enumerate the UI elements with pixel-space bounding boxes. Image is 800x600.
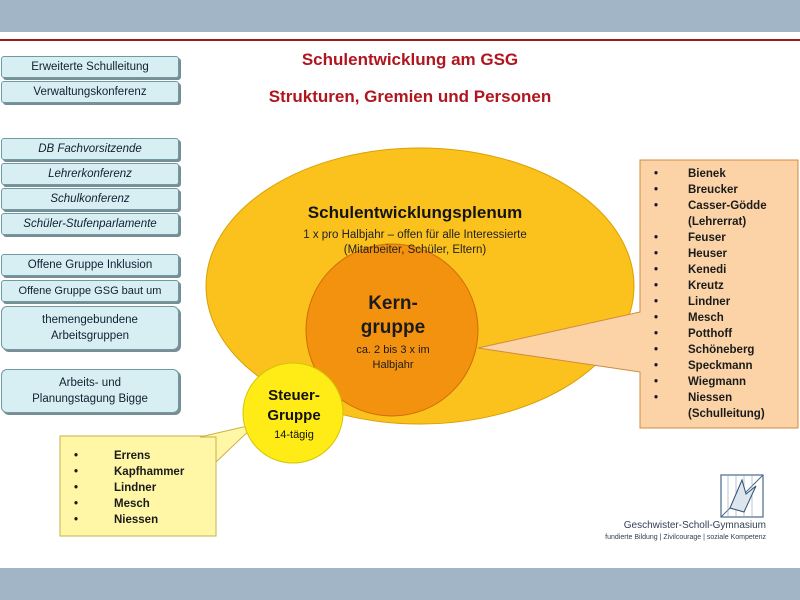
steuer-line-2: Gruppe (267, 407, 321, 424)
list-item: •Bienek (654, 168, 726, 180)
box-erweiterte-schulleitung: Erweiterte Schulleitung (1, 56, 179, 78)
bullet-icon: • (654, 184, 659, 196)
box-lehrerkonferenz: Lehrerkonferenz (1, 163, 179, 185)
bullet-icon: • (74, 482, 79, 494)
bullet-icon: • (654, 296, 659, 308)
box-schulkonferenz: Schulkonferenz (1, 188, 179, 210)
title-rule (0, 39, 800, 41)
bullet-icon: • (74, 514, 79, 526)
list-item: •Errens (74, 450, 151, 462)
list-item-continuation: (Schulleitung) (688, 408, 765, 420)
page-subtitle: Strukturen, Gremien und Personen (268, 87, 552, 106)
kern-members-callout (477, 159, 799, 429)
list-item: •Mesch (654, 312, 724, 324)
box-db-fachvorsitzende: DB Fachvorsitzende (1, 138, 179, 160)
steuer-circle (242, 362, 344, 464)
school-tagline: fundierte Bildung | Zivilcourage | sozia… (605, 534, 766, 541)
kern-label: Kern- gruppe ca. 2 bis 3 x im Halbjahr (318, 292, 468, 373)
bullet-icon: • (654, 168, 659, 180)
box-offene-gruppe-inklusion: Offene Gruppe Inklusion (1, 254, 179, 276)
list-item: •Casser-Gödde (654, 200, 767, 212)
bullet-icon: • (654, 248, 659, 260)
list-item: •Kapfhammer (74, 466, 185, 478)
bullet-icon: • (654, 200, 659, 212)
bullet-icon: • (74, 466, 79, 478)
steuer-label: Steuer- Gruppe 14-tägig (246, 386, 342, 442)
bullet-icon: • (654, 344, 659, 356)
bullet-icon: • (74, 498, 79, 510)
box-verwaltungskonferenz: Verwaltungskonferenz (1, 81, 179, 103)
list-item: •Kenedi (654, 264, 727, 276)
list-item: •Mesch (74, 498, 150, 510)
bullet-icon: • (654, 312, 659, 324)
steuer-callout-pointer (199, 423, 258, 464)
bullet-icon: • (654, 376, 659, 388)
kern-line-2: gruppe (360, 317, 426, 338)
school-name: Geschwister-Scholl-Gymnasium (623, 520, 766, 531)
box-themengebundene-arbeitsgruppen: themengebundene Arbeitsgruppen (1, 306, 179, 350)
steuer-line-1: Steuer- (268, 387, 320, 404)
list-item-continuation: (Lehrerrat) (688, 216, 747, 228)
kern-members-list: •Bienek •Breucker •Casser-Gödde (Lehrerr… (648, 166, 767, 422)
list-item: •Lindner (74, 482, 157, 494)
bullet-icon: • (654, 264, 659, 276)
bullet-icon: • (74, 450, 79, 462)
list-item: •Wiegmann (654, 376, 747, 388)
school-logo-icon (720, 474, 764, 518)
list-item: •Speckmann (654, 360, 753, 372)
page-title: Schulentwicklung am GSG (301, 50, 519, 69)
steuer-members-callout-box (59, 435, 217, 537)
list-item: •Niessen (74, 514, 159, 526)
list-item: •Feuser (654, 232, 726, 244)
list-item: •Niessen (654, 392, 733, 404)
box-offene-gruppe-gsg-baut-um: Offene Gruppe GSG baut um (1, 280, 179, 302)
bullet-icon: • (654, 328, 659, 340)
steuer-line-3: 14-tägig (274, 429, 314, 441)
kern-line-1: Kern- (368, 293, 418, 314)
bullet-icon: • (654, 360, 659, 372)
plenum-line-2: (Mitarbeiter, Schüler, Eltern) (343, 244, 487, 256)
box-schueler-stufenparlamente: Schüler-Stufenparlamente (1, 213, 179, 235)
kern-line-3: ca. 2 bis 3 x im (356, 344, 430, 356)
plenum-subtitle: 1 x pro Halbjahr – offen für alle Intere… (270, 228, 560, 258)
list-item: •Heuser (654, 248, 727, 260)
bullet-icon: • (654, 392, 659, 404)
plenum-title: Schulentwicklungsplenum (307, 203, 523, 222)
list-item: •Lindner (654, 296, 731, 308)
bullet-icon: • (654, 232, 659, 244)
plenum-line-1: 1 x pro Halbjahr – offen für alle Intere… (303, 229, 527, 241)
list-item: •Potthoff (654, 328, 733, 340)
list-item: •Kreutz (654, 280, 724, 292)
box-arbeits-und-planungstagung: Arbeits- und Planungstagung Bigge (1, 369, 179, 413)
list-item: •Schöneberg (654, 344, 755, 356)
kern-line-4: Halbjahr (372, 359, 414, 371)
bullet-icon: • (654, 280, 659, 292)
list-item: •Breucker (654, 184, 738, 196)
bottom-band (0, 568, 800, 600)
steuer-members-list: •Errens •Kapfhammer •Lindner •Mesch •Nie… (68, 448, 184, 528)
kern-circle (305, 243, 479, 417)
top-band (0, 0, 800, 32)
